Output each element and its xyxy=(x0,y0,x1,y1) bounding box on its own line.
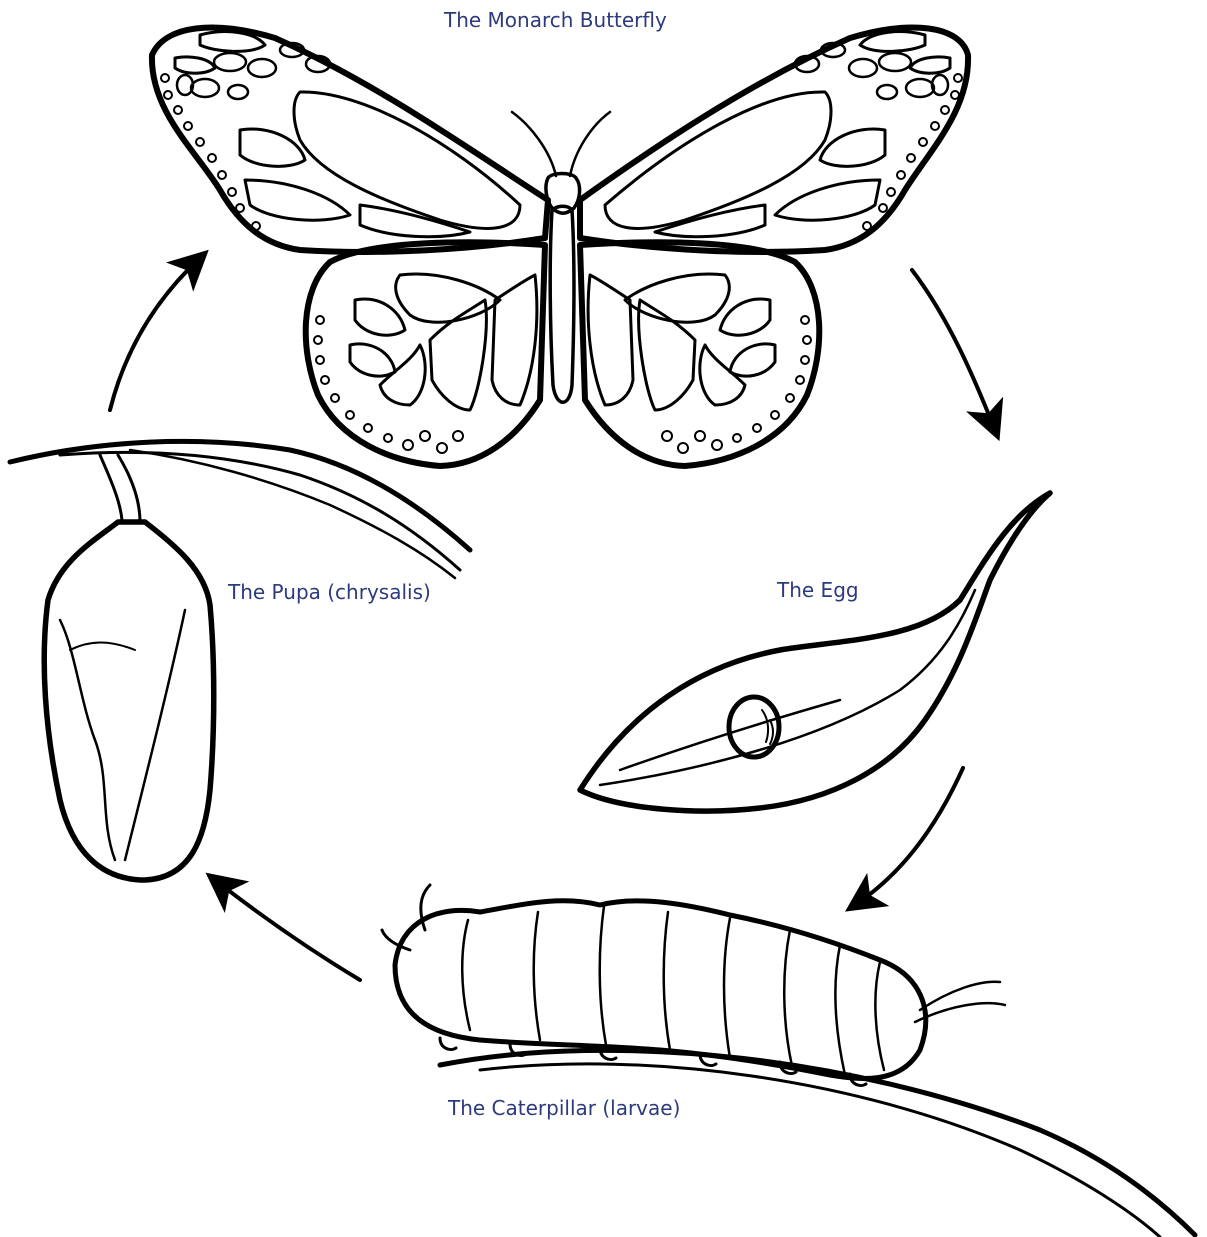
butterfly-antenna-left xyxy=(512,112,556,176)
left-forewing xyxy=(152,28,548,252)
right-hindwing xyxy=(580,242,819,466)
label-butterfly: The Monarch Butterfly xyxy=(444,8,667,32)
egg-on-leaf-drawing xyxy=(580,493,1050,811)
arrow-caterpillar-to-pupa xyxy=(215,880,360,980)
chrysalis xyxy=(44,522,214,880)
butterfly-antenna-right xyxy=(570,112,610,176)
label-caterpillar: The Caterpillar (larvae) xyxy=(448,1096,680,1120)
pupa-drawing xyxy=(10,441,470,880)
butterfly-drawing xyxy=(152,28,968,466)
arrow-butterfly-to-egg xyxy=(912,270,995,430)
label-egg: The Egg xyxy=(777,578,859,602)
caterpillar-drawing xyxy=(382,885,1195,1237)
arrow-egg-to-caterpillar xyxy=(855,768,963,905)
label-pupa: The Pupa (chrysalis) xyxy=(228,580,431,604)
caterpillar-body xyxy=(395,901,926,1079)
leaf xyxy=(580,493,1050,811)
stem xyxy=(440,1050,1195,1235)
left-hindwing xyxy=(306,242,545,466)
arrow-pupa-to-butterfly xyxy=(110,258,200,410)
